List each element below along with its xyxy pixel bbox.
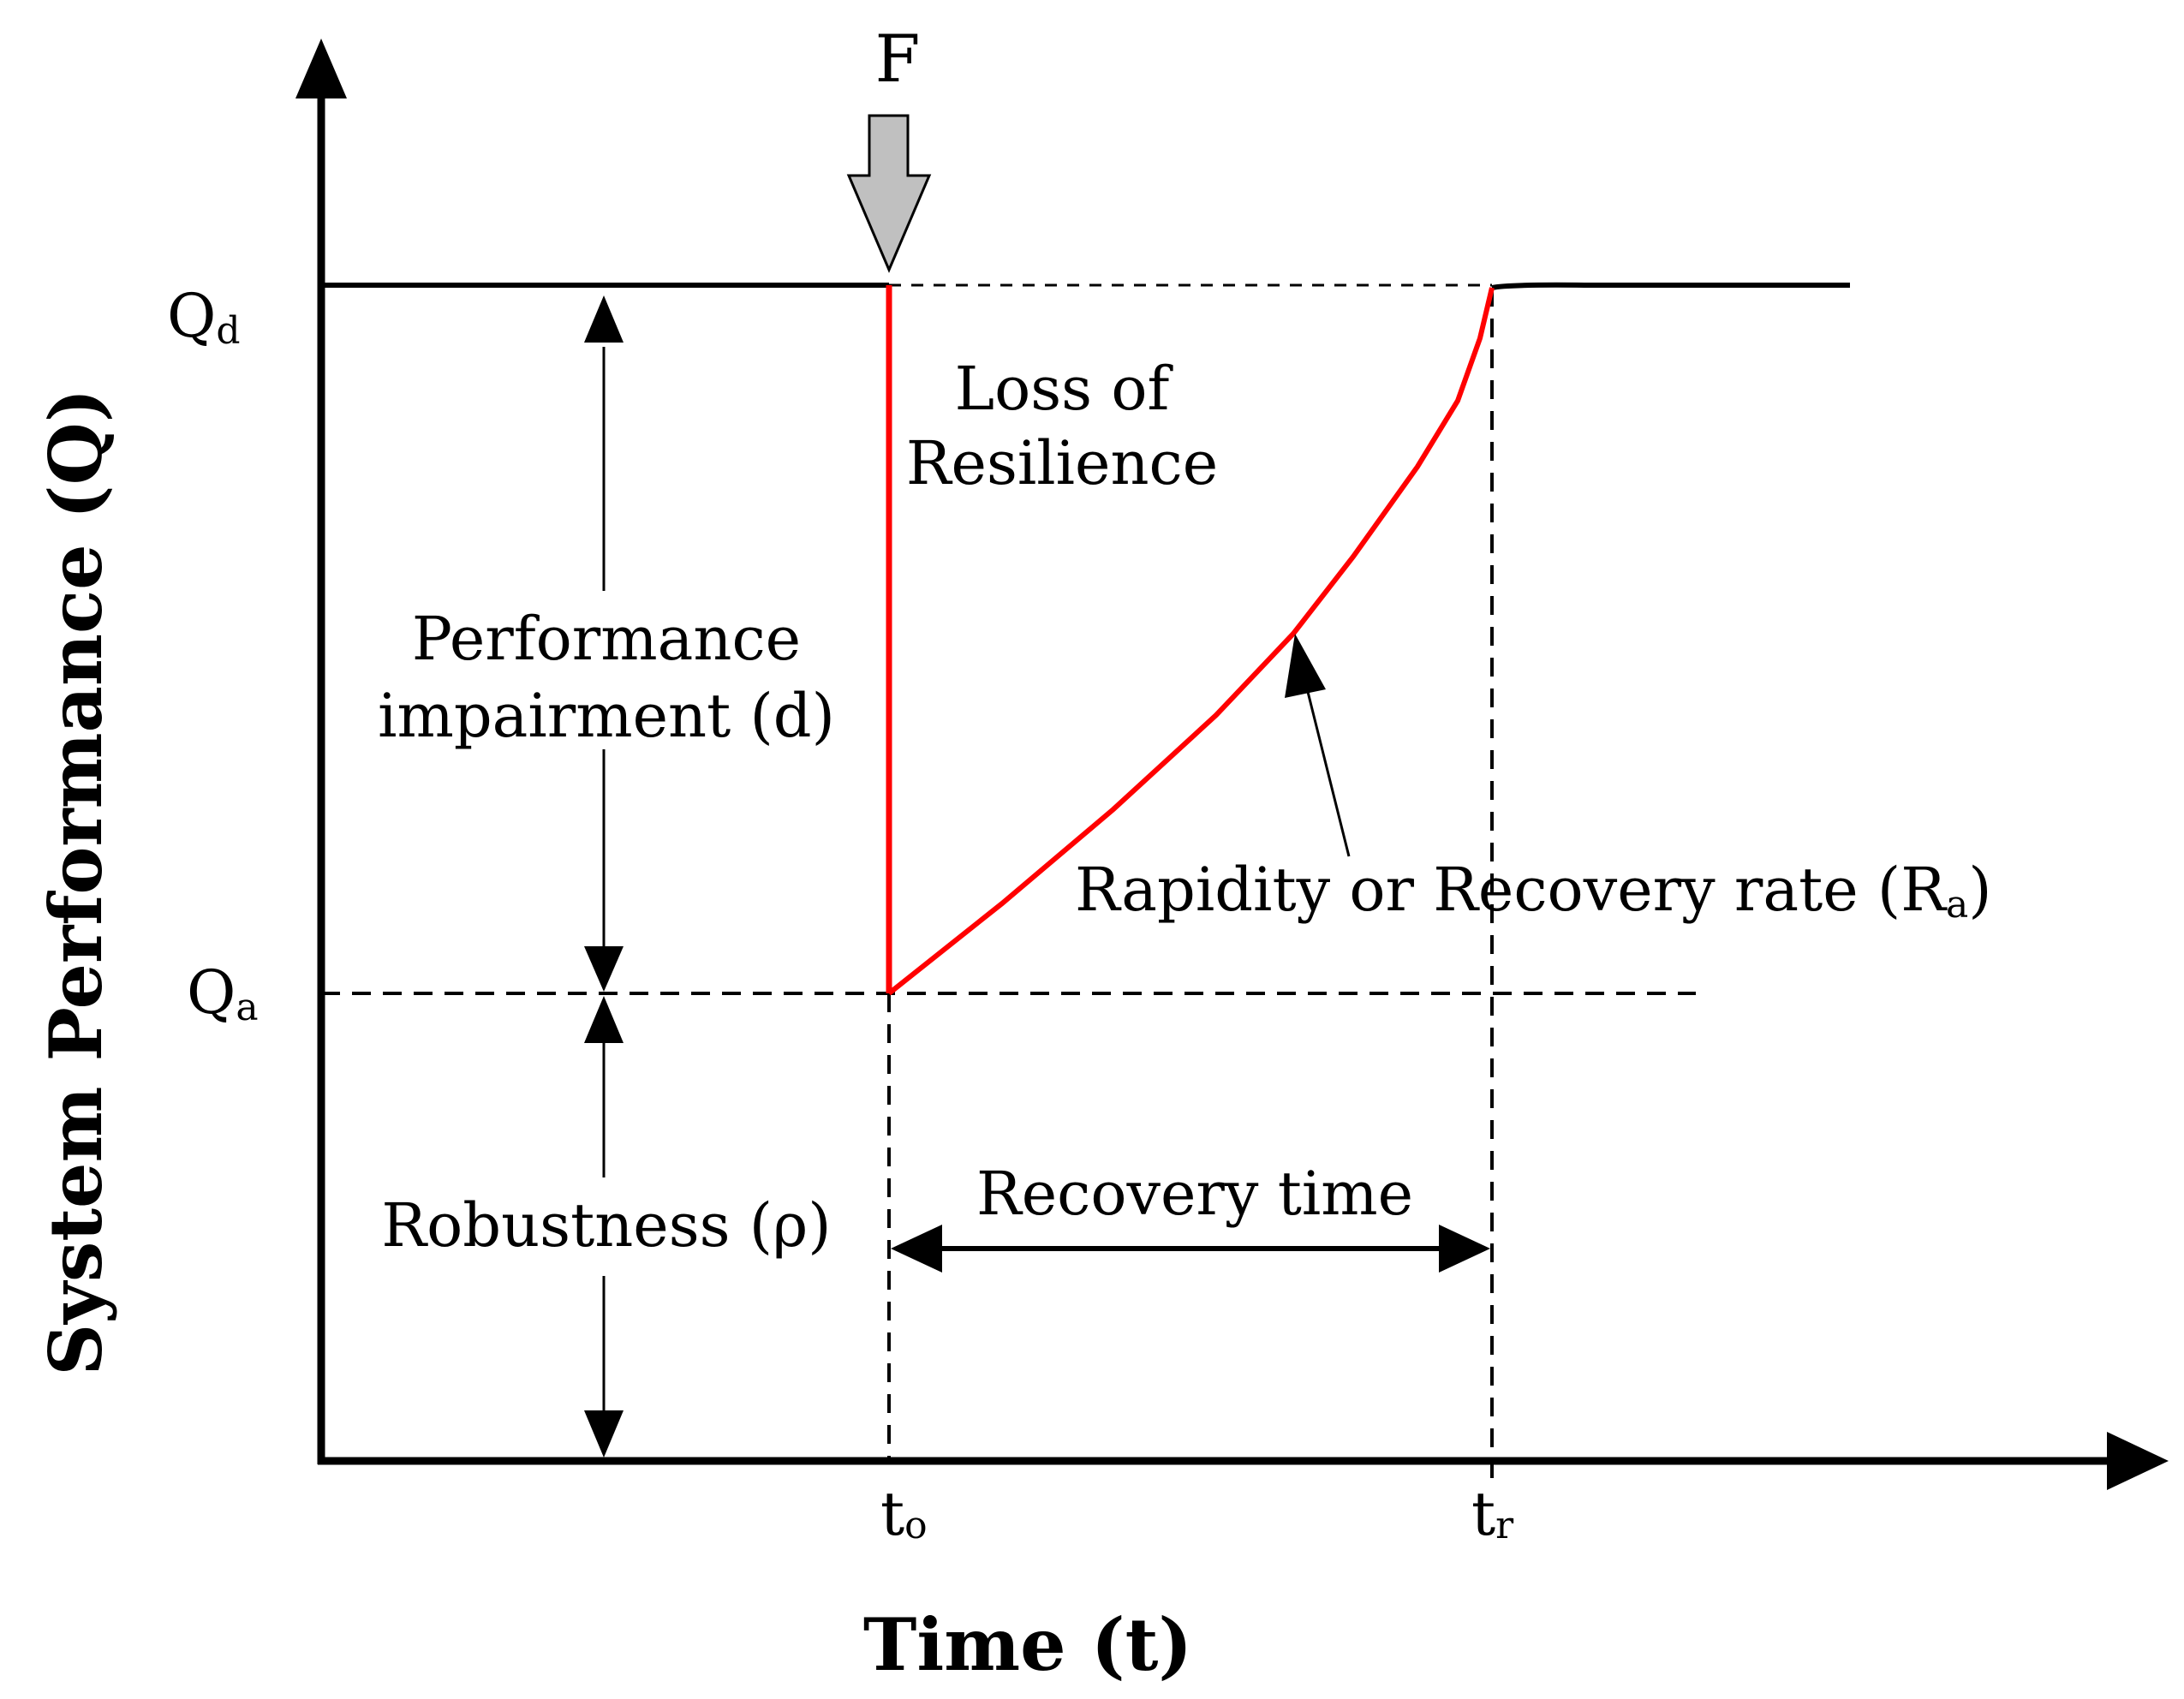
tr-label: tr [1471, 1479, 1514, 1549]
rapidity-pointer-line [1304, 684, 1351, 857]
impairment-label-line2: impairment (d) [378, 681, 835, 751]
qd-label: Qd [167, 281, 241, 353]
loss-of-resilience-line2: Resilience [906, 428, 1218, 498]
recovery-time-arrowhead-left [891, 1225, 942, 1273]
impairment-arrowhead-top [584, 295, 624, 343]
force-label: F [875, 21, 921, 97]
rapidity-label: Rapidity or Recovery rate (Ra) [1075, 855, 1992, 927]
rapidity-pointer-head [1285, 634, 1326, 698]
x-axis-title: Time (t) [863, 1602, 1192, 1687]
robustness-label: Robustness (ρ) [381, 1190, 831, 1261]
robustness-arrowhead-bottom [584, 1410, 624, 1458]
recovery-time-arrowhead-right [1439, 1225, 1490, 1273]
t0-label: to [880, 1479, 928, 1549]
x-axis-arrowhead [2107, 1432, 2169, 1490]
robustness-arrowhead-top [584, 996, 624, 1043]
loss-of-resilience-line1: Loss of [955, 354, 1174, 424]
recovery-curve [887, 287, 1495, 996]
impairment-arrowhead-bottom [584, 946, 624, 992]
impairment-label-line1: Performance [412, 604, 801, 674]
qa-label: Qa [187, 957, 259, 1029]
qd-level-after [1491, 282, 1850, 290]
y-axis-arrowhead [295, 39, 347, 98]
y-axis-title: System Performance (Q) [33, 388, 118, 1375]
recovery-time-label: Recovery time [976, 1159, 1413, 1229]
force-arrow [846, 114, 932, 273]
